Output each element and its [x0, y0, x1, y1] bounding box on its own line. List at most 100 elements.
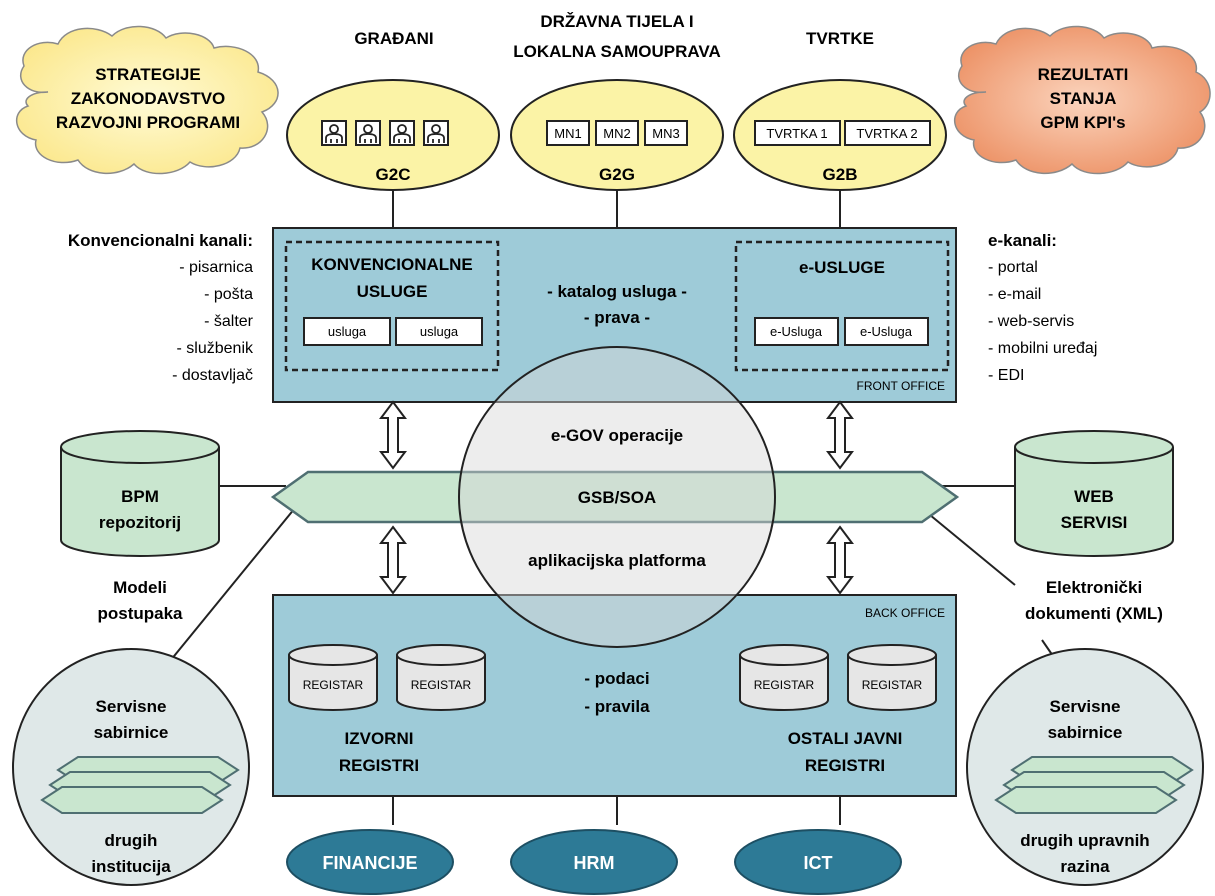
e-channel-1: - portal — [988, 259, 1038, 276]
right-bus-bottom-2: razina — [1060, 857, 1110, 876]
bpm-line-2: repozitorij — [99, 513, 181, 532]
strategy-line-1: STRATEGIJE — [95, 65, 200, 84]
strategy-line-3: RAZVOJNI PROGRAMI — [56, 113, 240, 132]
right-bus-top-1: Servisne — [1050, 697, 1121, 716]
left-bus-bottom-2: institucija — [91, 857, 171, 876]
right-bus-top-2: sabirnice — [1048, 723, 1123, 742]
e-channel-2: - e-mail — [988, 286, 1041, 303]
g2g-label: G2G — [599, 165, 635, 184]
web-services-line-2: SERVISI — [1061, 513, 1128, 532]
g2g-group: MN1 MN2 MN3 G2G — [510, 79, 724, 191]
conventional-channels: Konvencionalni kanali: - pisarnica - poš… — [68, 231, 254, 384]
gsb-soa-label: GSB/SOA — [578, 488, 656, 507]
header-gradani: GRAĐANI — [354, 29, 433, 48]
g2g-item-1: MN1 — [554, 126, 581, 141]
strategy-line-2: ZAKONODAVSTVO — [71, 89, 226, 108]
register-cylinder-3: REGISTAR — [739, 644, 829, 711]
strategy-cloud: STRATEGIJE ZAKONODAVSTVO RAZVOJNI PROGRA… — [15, 25, 279, 175]
data-line-2: - pravila — [584, 697, 650, 716]
double-arrows — [379, 400, 854, 595]
header-drzavna-line2: LOKALNA SAMOUPRAVA — [513, 42, 720, 61]
header-tvrtke: TVRTKE — [806, 29, 874, 48]
conventional-channel-4: - službenik — [177, 340, 254, 357]
bpm-line-1: BPM — [121, 487, 159, 506]
g2b-item-2: TVRTKA 2 — [856, 126, 917, 141]
web-services-caption-1: Elektronički — [1046, 578, 1142, 597]
left-bus-bottom-1: drugih — [105, 831, 158, 850]
conventional-service-2: usluga — [420, 324, 459, 339]
web-services-line-1: WEB — [1074, 487, 1114, 506]
bottom-oval-financije: FINANCIJE — [286, 829, 454, 895]
front-office-label: FRONT OFFICE — [857, 379, 945, 393]
g2b-label: G2B — [823, 165, 858, 184]
header-drzavna-line1: DRŽAVNA TIJELA I — [540, 12, 693, 31]
arrow-front-left — [379, 400, 407, 470]
conventional-service-1: usluga — [328, 324, 367, 339]
g2g-item-3: MN3 — [652, 126, 679, 141]
left-bus-top-2: sabirnice — [94, 723, 169, 742]
g2c-label: G2C — [376, 165, 411, 184]
bottom-oval-label-2: HRM — [574, 853, 615, 873]
conventional-channel-5: - dostavljač — [172, 367, 253, 384]
left-bus-top-1: Servisne — [96, 697, 167, 716]
g2c-group: G2C — [286, 79, 500, 191]
e-channel-3: - web-servis — [988, 313, 1074, 330]
results-line-3: GPM KPI's — [1040, 113, 1125, 132]
results-line-1: REZULTATI — [1038, 65, 1129, 84]
register-cylinder-2: REGISTAR — [396, 644, 486, 711]
register-label-3: REGISTAR — [754, 678, 815, 692]
citizen-icon-4 — [423, 120, 449, 146]
e-channels: e-kanali: - portal - e-mail - web-servis… — [988, 231, 1097, 384]
g2b-item-1: TVRTKA 1 — [766, 126, 827, 141]
app-platform-label: aplikacijska platforma — [528, 551, 706, 570]
other-registers-line-2: REGISTRI — [805, 756, 885, 775]
catalog-line-2: - prava - — [584, 308, 650, 327]
source-registers-line-2: REGISTRI — [339, 756, 419, 775]
citizen-icon-1 — [321, 120, 347, 146]
bpm-caption-2: postupaka — [97, 604, 183, 623]
bottom-oval-label-3: ICT — [804, 853, 833, 873]
g2b-group: TVRTKA 1 TVRTKA 2 G2B — [733, 79, 947, 191]
conventional-channel-3: - šalter — [204, 313, 254, 330]
egov-ellipse — [458, 346, 776, 648]
bottom-oval-label-1: FINANCIJE — [322, 853, 417, 873]
e-service-2: e-Usluga — [860, 324, 913, 339]
e-channels-title: e-kanali: — [988, 231, 1057, 250]
right-bus-bottom-1: drugih upravnih — [1020, 831, 1149, 850]
web-services-caption-2: dokumenti (XML) — [1025, 604, 1163, 623]
catalog-line-1: - katalog usluga - — [547, 282, 687, 301]
back-office-label: BACK OFFICE — [865, 606, 945, 620]
source-registers-line-1: IZVORNI — [345, 729, 414, 748]
conventional-services-title-2: USLUGE — [357, 282, 428, 301]
e-channel-4: - mobilni uređaj — [988, 340, 1097, 357]
register-label-1: REGISTAR — [303, 678, 364, 692]
bpm-caption-1: Modeli — [113, 578, 167, 597]
gsb-soa-bus — [270, 470, 960, 524]
citizen-icon-3 — [389, 120, 415, 146]
right-bus-layer-3 — [994, 786, 1178, 814]
left-bus-layer-3 — [40, 786, 224, 814]
e-channel-5: - EDI — [988, 367, 1024, 384]
bottom-oval-hrm: HRM — [510, 829, 678, 895]
results-cloud: REZULTATI STANJA GPM KPI's — [953, 25, 1211, 175]
e-service-1: e-Usluga — [770, 324, 823, 339]
register-label-2: REGISTAR — [411, 678, 472, 692]
conventional-channel-2: - pošta — [204, 286, 253, 303]
conventional-channel-1: - pisarnica — [179, 259, 253, 276]
register-label-4: REGISTAR — [862, 678, 923, 692]
register-cylinder-1: REGISTAR — [288, 644, 378, 711]
e-services-title: e-USLUGE — [799, 258, 885, 277]
register-cylinder-4: REGISTAR — [847, 644, 937, 711]
conventional-channels-title: Konvencionalni kanali: — [68, 231, 253, 250]
front-office-box: KONVENCIONALNE USLUGE usluga usluga - ka… — [272, 227, 957, 403]
arrow-front-right — [826, 400, 854, 470]
bpm-repository: BPM repozitorij — [60, 430, 220, 557]
data-line-1: - podaci — [584, 669, 649, 688]
other-registers-line-1: OSTALI JAVNI — [788, 729, 903, 748]
results-line-2: STANJA — [1050, 89, 1117, 108]
arrow-back-right — [826, 525, 854, 595]
g2g-item-2: MN2 — [603, 126, 630, 141]
left-bus-circle: Servisne sabirnice drugih institucija — [12, 648, 250, 886]
citizen-icon-2 — [355, 120, 381, 146]
